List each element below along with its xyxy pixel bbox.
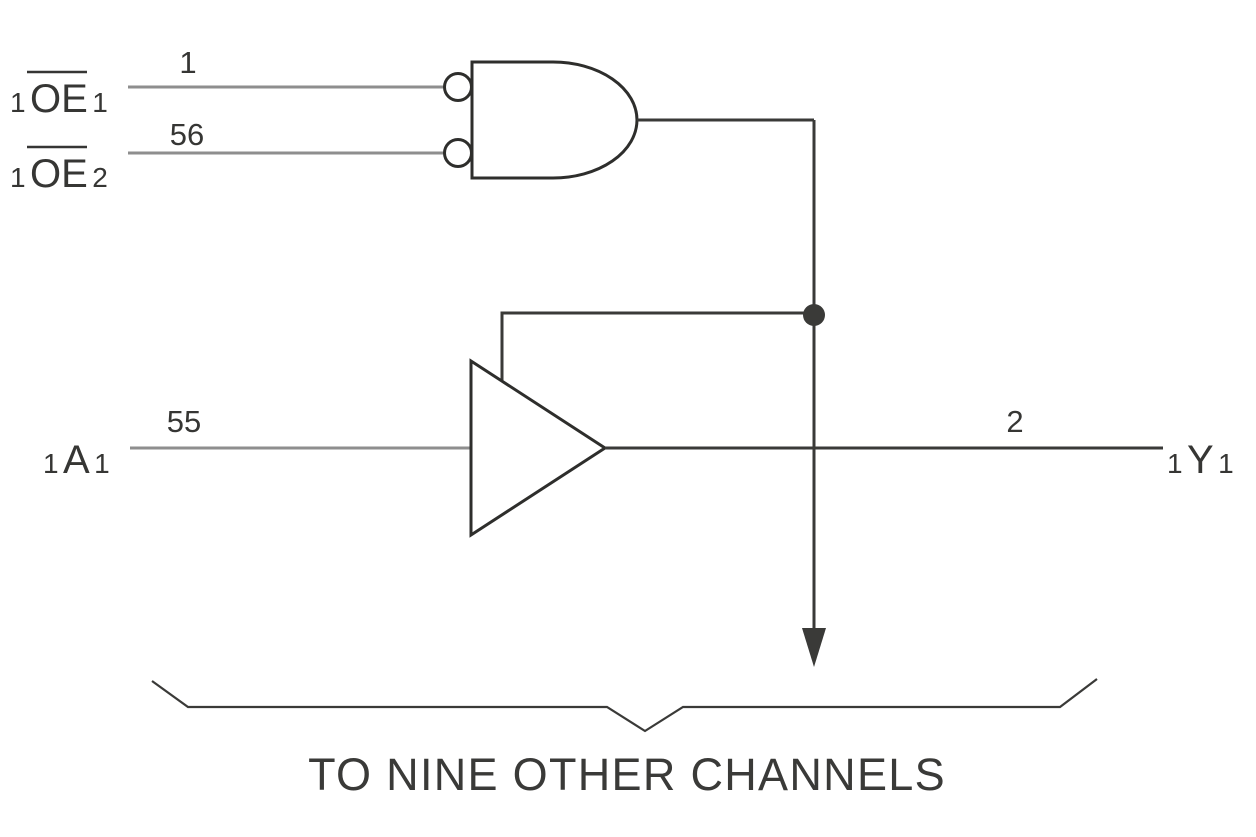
buffer-enable-feedback-wire [500, 311, 814, 385]
y1-signal-label: 1 Y 1 [1167, 438, 1234, 482]
a1-pin-number: 55 [167, 404, 201, 439]
a1-label-prefix: 1 [43, 448, 59, 479]
oe2-signal-label: 1 OE 2 [10, 152, 108, 196]
channels-underbrace [151, 678, 1098, 733]
and-gate-symbol [470, 60, 639, 180]
a1-label-suffix: 1 [94, 448, 110, 479]
y1-label-base: Y [1187, 438, 1214, 482]
y1-label-prefix: 1 [1167, 448, 1183, 479]
oe1-label-suffix: 1 [92, 87, 108, 118]
inverter-bubble-oe1 [443, 72, 473, 102]
oe1-signal-label: 1 OE 1 [10, 77, 108, 121]
down-arrowhead [802, 628, 826, 667]
a1-signal-label: 1 A 1 [43, 438, 110, 482]
inverter-bubble-oe2 [443, 138, 473, 168]
oe2-label-base: OE [30, 152, 88, 196]
oe1-label-base: OE [30, 77, 88, 121]
oe1-label-prefix: 1 [10, 87, 26, 118]
caption-text: TO NINE OTHER CHANNELS [308, 749, 946, 800]
oe2-pin-number: 56 [170, 117, 204, 152]
oe1-pin-number: 1 [179, 45, 196, 80]
y1-label-suffix: 1 [1218, 448, 1234, 479]
oe2-label-prefix: 1 [10, 162, 26, 193]
oe2-label-suffix: 2 [92, 162, 108, 193]
buffer-symbol [469, 358, 608, 538]
y1-pin-number: 2 [1006, 404, 1023, 439]
a1-label-base: A [63, 438, 90, 482]
junction-dot [803, 304, 825, 326]
